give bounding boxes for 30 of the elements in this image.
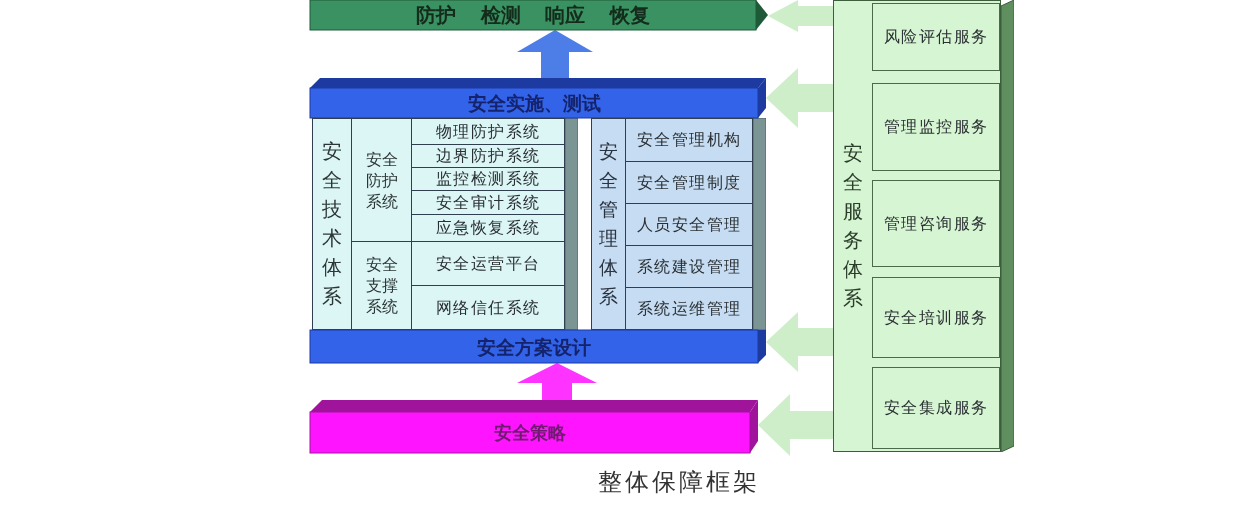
- block-arrow: [517, 30, 593, 78]
- block-arrow: [517, 363, 597, 400]
- group-box: 安全支撑系统: [351, 241, 412, 330]
- service-box: 管理咨询服务: [872, 180, 1000, 267]
- block-arrow: [766, 312, 833, 372]
- item-box: 物理防护系统: [411, 118, 565, 145]
- block-arrow: [766, 68, 833, 128]
- block-arrow: [768, 0, 833, 32]
- vertical-label: 安全服务体系: [841, 139, 864, 312]
- service-box: 风险评估服务: [872, 3, 1000, 71]
- item-box: 安全审计系统: [411, 190, 565, 215]
- item-box: 边界防护系统: [411, 144, 565, 168]
- item-box: 监控检测系统: [411, 167, 565, 191]
- service-box: 管理监控服务: [872, 83, 1000, 171]
- service-box: 安全培训服务: [872, 277, 1000, 358]
- service-box: 安全集成服务: [872, 367, 1000, 449]
- group-box: 安全防护系统: [351, 118, 412, 242]
- column-header: 安全管理体系: [591, 118, 626, 330]
- item-box: 应急恢复系统: [411, 214, 565, 242]
- caption: 整体保障框架: [598, 467, 760, 498]
- item-box: 系统运维管理: [625, 287, 753, 330]
- item-box: 安全管理机构: [625, 118, 753, 162]
- item-box: 人员安全管理: [625, 203, 753, 246]
- service-panel: [833, 0, 1001, 452]
- block-arrow: [758, 394, 833, 456]
- item-box: 网络信任系统: [411, 285, 565, 330]
- column-header: 安全技术体系: [312, 118, 352, 330]
- item-box: 安全运营平台: [411, 241, 565, 286]
- item-box: 系统建设管理: [625, 245, 753, 288]
- item-box: 安全管理制度: [625, 161, 753, 204]
